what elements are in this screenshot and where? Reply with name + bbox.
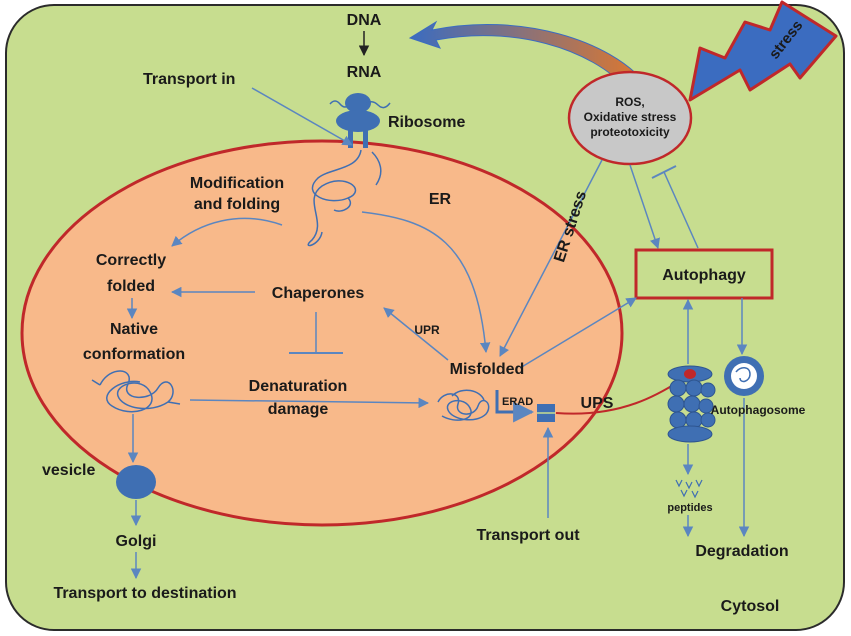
correctly-folded-label-line2: folded (107, 278, 155, 295)
nascent-protein-squiggle (307, 149, 382, 247)
native-protein-tangle (91, 370, 181, 413)
transport-in-arrow (251, 87, 353, 146)
protein-to-misfolded-arrow (361, 211, 491, 354)
ros-to-autophagy-arrow (629, 164, 660, 249)
ros-swoosh-arrow (408, 20, 647, 93)
golgi-label: Golgi (116, 533, 157, 550)
misfolded-to-autophagy-arrow (519, 297, 637, 369)
modification-label-line2: and folding (194, 196, 280, 213)
autophagosome-label: Autophagosome (711, 403, 806, 417)
upr-label: UPR (414, 323, 440, 337)
vesicle-label: vesicle (42, 462, 95, 479)
denaturation-label-line2: damage (268, 401, 329, 418)
erad-label: ERAD (502, 396, 533, 408)
ribosome-icon (329, 93, 391, 148)
misfolded-protein-tangle (437, 389, 490, 421)
autophagy-inhibit-ros-line (663, 171, 699, 249)
autophagy-label: Autophagy (662, 267, 746, 284)
modification-label-line1: Modification (190, 175, 284, 192)
er-stress-arrow (499, 159, 603, 357)
stress-bolt-icon (688, 0, 838, 102)
ros-label-line3: proteotoxicity (590, 125, 670, 139)
peptides-label: peptides (667, 502, 712, 514)
denaturation-label-line1: Denaturation (249, 378, 348, 395)
ribosome-label: Ribosome (388, 114, 465, 131)
ros-label-line2: Oxidative stress (584, 110, 677, 124)
ups-label: UPS (581, 395, 614, 412)
transport-out-label: Transport out (476, 527, 580, 544)
cytosol-label: Cytosol (721, 598, 780, 615)
dna-label: DNA (347, 12, 382, 29)
vesicle-icon (116, 465, 156, 499)
erad-arrow (495, 390, 535, 423)
er-label: ER (429, 191, 452, 208)
degradation-label: Degradation (695, 543, 788, 560)
transport-destination-label: Transport to destination (53, 585, 236, 602)
ros-ellipse (567, 70, 693, 166)
autophagy-inhibit-ros-bar (651, 165, 677, 179)
transport-in-label: Transport in (143, 71, 235, 88)
autophagy-box (634, 248, 774, 300)
autophagosome-icon (724, 356, 764, 396)
rna-label: RNA (347, 64, 382, 81)
chaperones-label: Chaperones (272, 285, 365, 302)
native-label-line1: Native (110, 321, 158, 338)
peptides-icon (675, 479, 703, 499)
proteasome-icon (667, 365, 716, 443)
upr-arrow (383, 307, 449, 361)
native-label-line2: conformation (83, 346, 185, 363)
ros-label-line1: ROS, (615, 95, 644, 109)
misfolded-label: Misfolded (450, 361, 525, 378)
folding-to-correct-arrow (171, 217, 283, 247)
correctly-folded-label-line1: Correctly (96, 252, 166, 269)
native-to-misfolded-arrow (189, 397, 430, 409)
